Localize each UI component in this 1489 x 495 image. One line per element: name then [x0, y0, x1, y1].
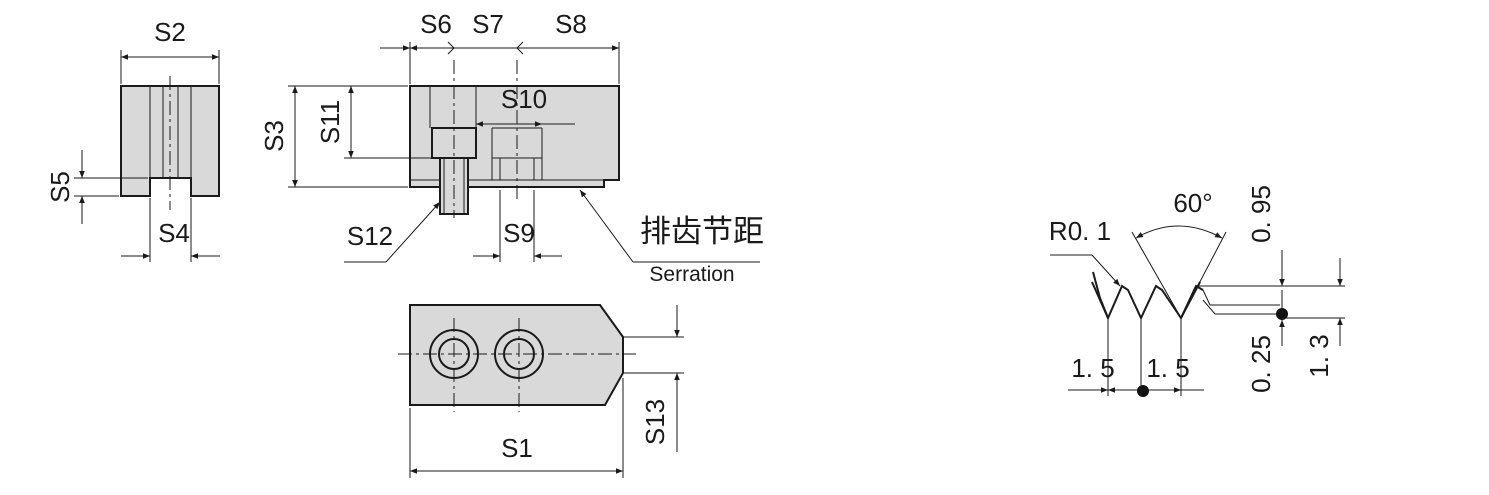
label-s2: S2 [154, 17, 186, 47]
label-s11: S11 [315, 100, 345, 144]
serration-detail [1050, 225, 1345, 397]
label-total-height: 1. 3 [1304, 334, 1334, 377]
datum-dot-bottom [1137, 385, 1149, 397]
dimension-labels: S2 S5 S4 S6 S7 S8 S3 S11 S10 S9 S12 S13 … [45, 9, 1334, 463]
label-s9: S9 [503, 218, 535, 248]
label-angle: 60° [1173, 188, 1212, 218]
label-s12: S12 [347, 221, 393, 251]
label-serration-cn: 排齿节距 [640, 214, 764, 249]
label-s13: S13 [640, 399, 670, 445]
label-s5: S5 [45, 171, 75, 203]
label-s7: S7 [472, 9, 504, 39]
label-s8: S8 [555, 9, 587, 39]
label-pitch-left: 1. 5 [1071, 353, 1114, 383]
serration-profile [1092, 271, 1204, 321]
label-height-bottom: 0. 25 [1246, 335, 1276, 393]
top-view [398, 304, 684, 478]
label-radius: R0. 1 [1049, 216, 1111, 246]
end-view [74, 50, 220, 262]
label-serration-en: Serration [649, 263, 734, 286]
label-s1: S1 [501, 433, 533, 463]
label-pitch-right: 1. 5 [1146, 353, 1189, 383]
label-s4: S4 [158, 218, 190, 248]
label-s3: S3 [259, 120, 289, 152]
top-view-body [409, 304, 624, 406]
label-height-top: 0. 95 [1246, 185, 1276, 243]
label-s10: S10 [501, 84, 547, 114]
side-view [288, 41, 760, 263]
label-s6: S6 [420, 9, 452, 39]
